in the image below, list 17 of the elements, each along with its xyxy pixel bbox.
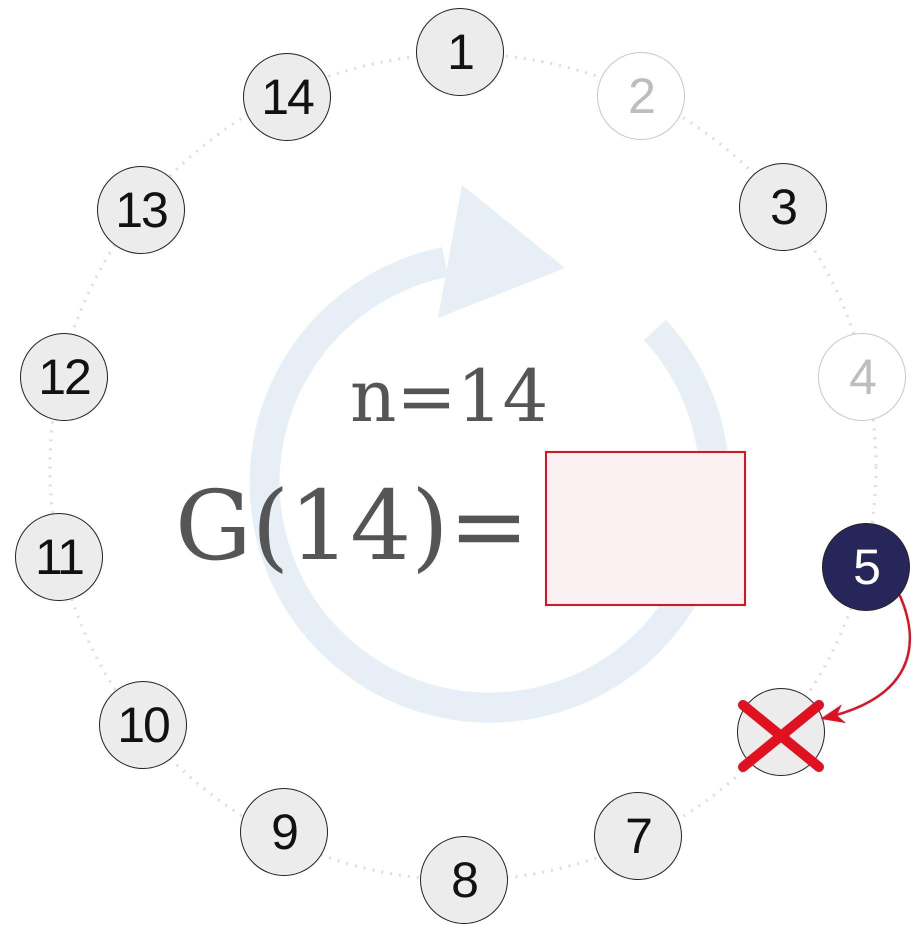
person-circle: 3 bbox=[739, 163, 827, 251]
answer-box bbox=[545, 451, 746, 606]
person-circle: 7 bbox=[594, 792, 682, 880]
n-value-label: n=14 bbox=[350, 360, 548, 432]
person-circle: 8 bbox=[420, 836, 508, 924]
removed-person-circle: 2 bbox=[597, 52, 685, 140]
removed-person-circle: 4 bbox=[818, 333, 906, 421]
current-person-circle: 5 bbox=[822, 523, 910, 611]
person-circle: 11 bbox=[15, 513, 103, 601]
formula-label: G(14)= bbox=[175, 478, 530, 574]
person-circle: 13 bbox=[97, 166, 185, 254]
person-circle: 9 bbox=[240, 788, 328, 876]
person-circle: 10 bbox=[99, 681, 187, 769]
person-circle: 12 bbox=[20, 333, 108, 421]
person-circle: 1 bbox=[416, 8, 504, 96]
arrow bbox=[820, 594, 911, 722]
person-circle: 14 bbox=[243, 53, 331, 141]
